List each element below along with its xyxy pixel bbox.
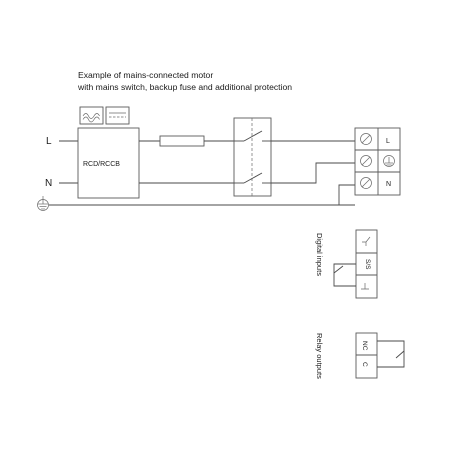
mains-switch (233, 117, 272, 197)
protective-earth-icon (383, 155, 395, 167)
digital-input-jumper-wire (333, 263, 356, 287)
digital-input-switch-contact (333, 265, 344, 274)
ground-icon (37, 196, 49, 211)
dc-icon (109, 112, 126, 118)
relay-c-label: C (361, 362, 368, 367)
line-label-n: N (45, 178, 52, 189)
relay-nc-label: NC (361, 341, 368, 351)
rcd-label: RCD/RCCB (83, 161, 120, 168)
input-common-icon (361, 283, 369, 290)
relay-contact (395, 350, 405, 359)
line-label-l: L (46, 136, 52, 147)
relay-output-wire (377, 340, 405, 368)
rcd-type-icons (79, 106, 130, 125)
caption-line-2: with mains switch, backup fuse and addit… (78, 82, 293, 92)
screw-terminal-icon (360, 155, 372, 167)
wire-earth-to-n (338, 184, 355, 205)
digital-inputs-title: Digital inputs (315, 233, 324, 276)
ac-waveform-icon (82, 113, 100, 119)
terminal-label-n: N (386, 181, 391, 188)
wire-n-out (271, 162, 355, 184)
input-symbol-icon (362, 236, 371, 246)
motor-terminal-block: L N (354, 127, 401, 196)
relay-outputs-title: Relay outputs (315, 333, 324, 379)
digital-input-ss-label: S/S (364, 259, 371, 270)
relay-outputs-terminal-block (355, 332, 378, 379)
caption-line-1: Example of mains-connected motor (78, 70, 214, 80)
rcd-rccb-box (77, 127, 140, 199)
screw-terminal-icon (360, 133, 372, 145)
backup-fuse (159, 135, 205, 147)
screw-terminal-icon (360, 177, 372, 189)
terminal-label-l: L (386, 138, 390, 145)
